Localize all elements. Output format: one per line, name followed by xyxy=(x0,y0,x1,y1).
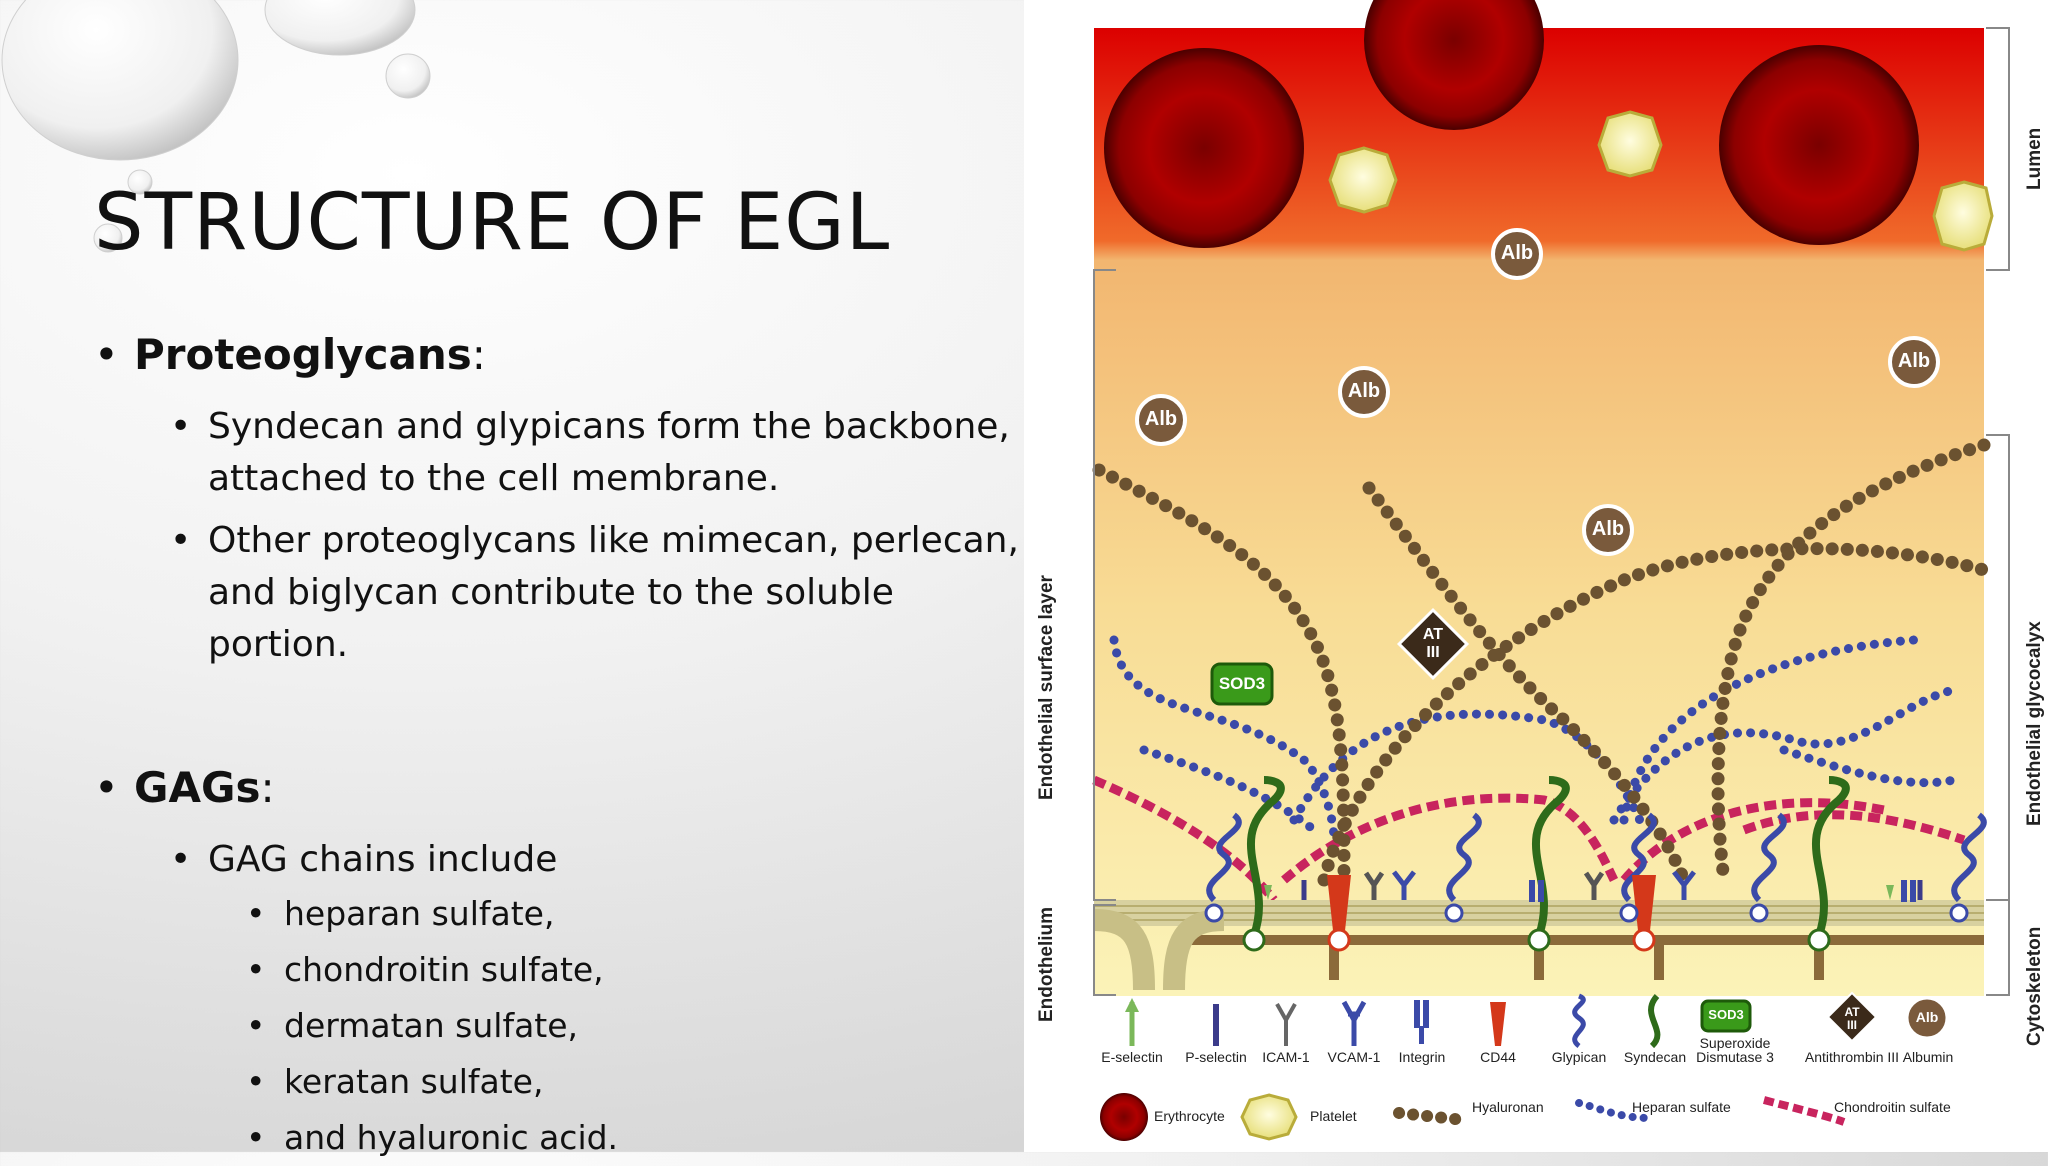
endothelium-label: Endothelium xyxy=(1036,906,1057,1022)
at-legend-label: AT xyxy=(1844,1005,1860,1019)
bullet-list: • Proteoglycans: • Syndecan and glypican… xyxy=(94,330,1024,1166)
legend-icam-1: ICAM-1 xyxy=(1262,1049,1310,1065)
albumin xyxy=(1888,336,1940,388)
albumin-label: Alb xyxy=(1144,408,1178,430)
legend-chondroitin-sulfate: Chondroitin sulfate xyxy=(1834,1099,1951,1115)
cytoskeleton-label: Cytoskeleton xyxy=(2024,926,2045,1046)
albumin xyxy=(1338,366,1390,418)
bullet-item: • GAG chains include xyxy=(170,839,558,880)
sub-bullet-item: •heparan sulfate, xyxy=(246,894,555,933)
albumin xyxy=(1135,394,1187,446)
membrane-edge xyxy=(1093,909,1155,991)
sub-bullet-item: •dermatan sulfate, xyxy=(246,1006,579,1045)
legend-chondroitin-icon xyxy=(1762,1096,1846,1126)
erythrocyte xyxy=(1719,45,1919,245)
hyaluronan-chain xyxy=(1362,481,1691,887)
surface-layer-bracket xyxy=(1093,269,1116,901)
platelet xyxy=(1328,146,1398,214)
legend-syndecan: Syndecan xyxy=(1623,1049,1687,1065)
glypican xyxy=(1206,812,1242,903)
erythrocyte xyxy=(1364,0,1544,130)
syndecan xyxy=(1811,776,1850,937)
legend-heparan-sulfate: Heparan sulfate xyxy=(1632,1099,1731,1115)
at-legend-label: III xyxy=(1846,1018,1857,1032)
legend-erythrocyte: Erythrocyte xyxy=(1154,1108,1225,1124)
legend-platelet: Platelet xyxy=(1310,1108,1357,1124)
legend-vcam-1: VCAM-1 xyxy=(1327,1049,1381,1065)
gags-heading: GAGs xyxy=(134,763,261,812)
legend-cd44: CD44 xyxy=(1480,1049,1516,1065)
cd44 xyxy=(1327,875,1351,940)
legend-albumin: Albumin xyxy=(1902,1049,1954,1065)
sod3-legend-label: SOD3 xyxy=(1708,1007,1744,1022)
albumin xyxy=(1582,504,1634,556)
platelet xyxy=(1597,110,1663,178)
legend-p-selectin: P-selectin xyxy=(1185,1049,1247,1065)
endothelial-surface-layer-label: Endothelial surface layer xyxy=(1036,575,1057,800)
slide-title: STRUCTURE OF EGL xyxy=(94,178,891,268)
sod3-marker xyxy=(1210,662,1274,706)
legend-hyaluronan: Hyaluronan xyxy=(1472,1099,1544,1115)
albumin-label: Alb xyxy=(1347,380,1381,402)
platelet xyxy=(1932,180,1994,252)
antithrombin-iii-marker xyxy=(1396,607,1470,681)
sod3-label: SOD3 xyxy=(1218,674,1266,693)
sub-bullet-item: •and hyaluronic acid. xyxy=(246,1118,619,1157)
albumin-legend-label: Alb xyxy=(1915,1009,1939,1025)
bullet-item: • Syndecan and glypicans form the backbo… xyxy=(170,406,1010,499)
hyaluronan-chain xyxy=(1092,463,1351,887)
chondroitin-sulfate-chain xyxy=(1742,810,1966,845)
legend-integrin: Integrin xyxy=(1398,1049,1446,1065)
erythrocyte xyxy=(1104,48,1304,248)
albumin-label: Alb xyxy=(1500,242,1534,264)
glypican xyxy=(1751,812,1787,903)
syndecan xyxy=(1246,776,1285,937)
hyaluronan-chain xyxy=(1711,438,1991,887)
legend-glypican: Glypican xyxy=(1551,1049,1607,1065)
glypican xyxy=(1621,812,1657,903)
hyaluronan-chain xyxy=(1317,542,1991,887)
chondroitin-sulfate-chain xyxy=(1281,793,1619,884)
heparan-sulfate-chain xyxy=(1779,745,1959,788)
sub-bullet-item: •keratan sulfate, xyxy=(246,1062,544,1101)
cytoskeleton-bar xyxy=(1189,935,1984,945)
heparan-sulfate-chain xyxy=(1609,685,1959,825)
glypican xyxy=(1446,812,1482,903)
bullet-proteoglycans: • Proteoglycans: xyxy=(94,330,486,379)
water-drops-decoration xyxy=(1,0,431,253)
glypican xyxy=(1951,812,1987,903)
legend-platelet-icon xyxy=(1240,1093,1298,1141)
legend-antithrombin-iii: Antithrombin III xyxy=(1804,1049,1900,1065)
legend-e-selectin: E-selectin xyxy=(1101,1049,1163,1065)
legend-heparan-icon xyxy=(1575,1099,1653,1122)
at-label: AT xyxy=(1422,626,1444,643)
bullet-item: • Other proteoglycans like mimecan, perl… xyxy=(170,520,1019,665)
endothelial-glycocalyx-label: Endothelial glycocalyx xyxy=(2024,621,2045,826)
albumin xyxy=(1491,228,1543,280)
glycocalyx-diagram: Alb Alb Alb Alb Alb SOD3 AT III SOD3 AT … xyxy=(1024,0,2048,1152)
chondroitin-sulfate-chain xyxy=(1092,775,1278,903)
lumen-bracket xyxy=(1986,27,2010,271)
endothelium-bracket xyxy=(1093,904,1116,996)
lumen-label: Lumen xyxy=(2024,127,2045,190)
at-label: III xyxy=(1426,644,1440,661)
chondroitin-sulfate-chain xyxy=(1620,798,1885,883)
glycocalyx-illustration xyxy=(1092,0,2010,1141)
heparan-sulfate-chain xyxy=(1109,635,1339,845)
albumin-label: Alb xyxy=(1897,350,1931,372)
cytoskeleton-bracket xyxy=(1986,899,2010,996)
sub-bullet-item: •chondroitin sulfate, xyxy=(246,950,604,989)
albumin-label: Alb xyxy=(1591,518,1625,540)
bullet-gags: • GAGs: xyxy=(94,763,275,812)
proteoglycans-heading: Proteoglycans xyxy=(134,330,472,379)
legend-erythrocyte-icon xyxy=(1100,1093,1148,1141)
glycocalyx-bracket xyxy=(1986,434,2010,901)
legend-hyaluronan-icon xyxy=(1393,1107,1470,1126)
cd44 xyxy=(1632,875,1656,940)
legend-superoxide-dismutase-3: Superoxide Dismutase 3 xyxy=(1696,1035,1774,1065)
